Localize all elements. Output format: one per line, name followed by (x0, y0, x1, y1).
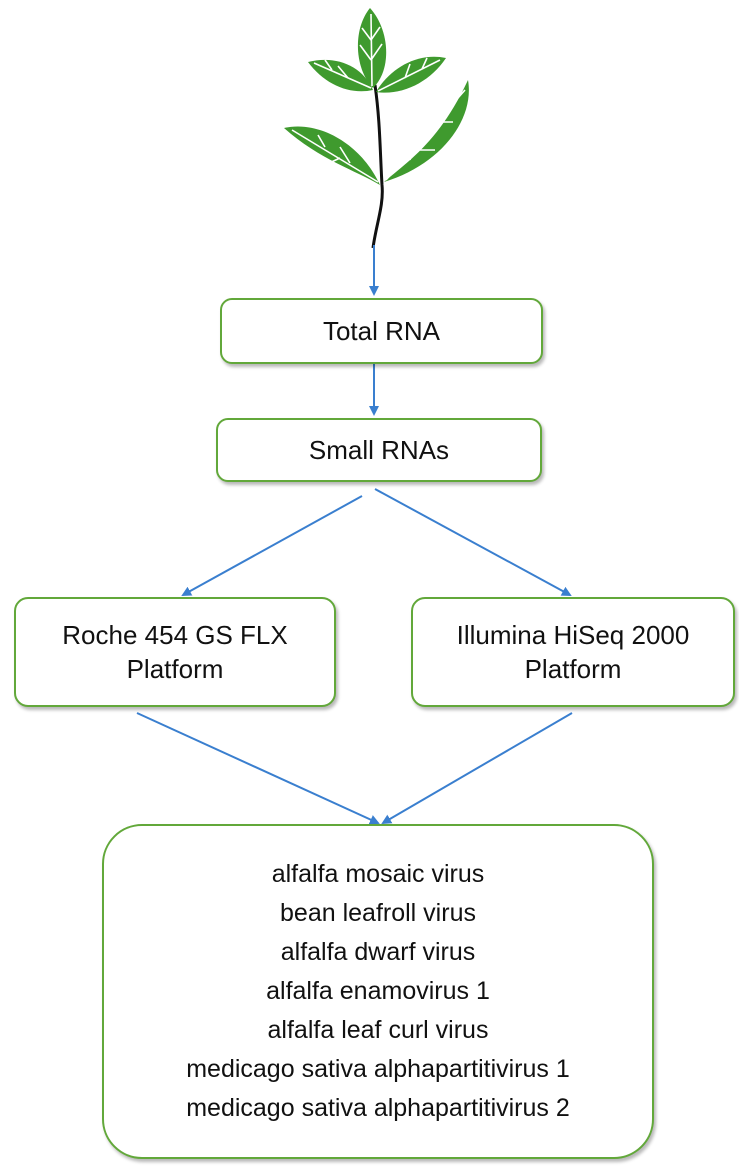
plant-stem (371, 84, 384, 249)
virus-item: medicago sativa alphapartitivirus 2 (186, 1094, 570, 1122)
leaf-lower-right (384, 80, 469, 182)
plant-icon (284, 8, 469, 249)
illumina-label-line-1: Illumina HiSeq 2000 (456, 620, 690, 650)
arrow-small-rnas-to-illumina (374, 488, 572, 596)
small-rnas-label: Small RNAs (308, 435, 450, 465)
arrow-small-rnas-to-roche (181, 495, 363, 596)
arrow-roche-to-viruses (136, 712, 380, 825)
roche-platform-box: Roche 454 GS FLX Platform (14, 597, 336, 707)
leaf-lower-left (284, 126, 380, 185)
roche-label-line-1: Roche 454 GS FLX (62, 620, 288, 650)
total-rna-label: Total RNA (322, 316, 441, 346)
virus-item: alfalfa dwarf virus (280, 938, 476, 966)
roche-label-line-2: Platform (126, 654, 224, 684)
virus-item: alfalfa enamovirus 1 (266, 977, 490, 1005)
virus-item: alfalfa leaf curl virus (267, 1016, 489, 1044)
small-rnas-box: Small RNAs (216, 418, 542, 482)
arrow-illumina-to-viruses (381, 712, 573, 825)
virus-item: alfalfa mosaic virus (271, 860, 485, 888)
illumina-platform-box: Illumina HiSeq 2000 Platform (411, 597, 735, 707)
illumina-label-line-2: Platform (524, 654, 622, 684)
virus-list-box: alfalfa mosaic virus bean leafroll virus… (102, 824, 654, 1159)
total-rna-box: Total RNA (220, 298, 543, 364)
virus-item: medicago sativa alphapartitivirus 1 (186, 1055, 570, 1083)
virus-item: bean leafroll virus (280, 899, 476, 927)
